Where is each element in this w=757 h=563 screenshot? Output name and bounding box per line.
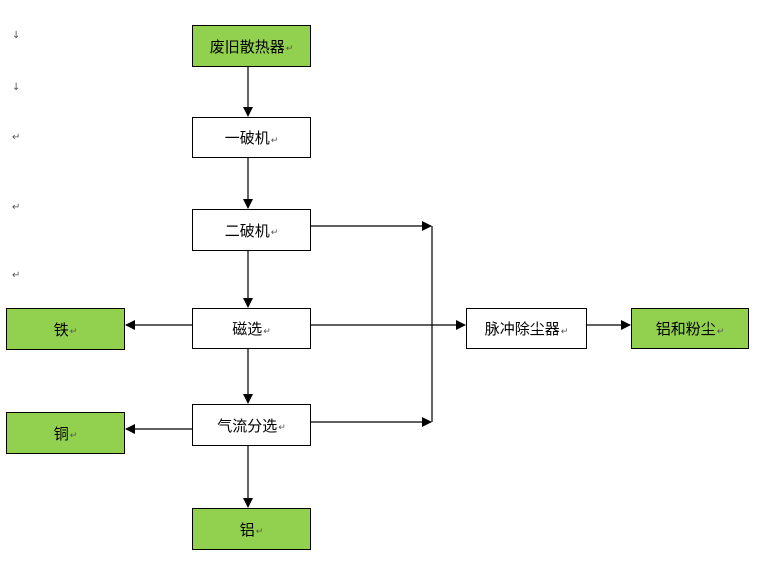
node-label: 脉冲除尘器 xyxy=(484,320,560,338)
margin-mark: ↵ xyxy=(12,202,21,213)
return-mark: ↵ xyxy=(255,527,264,537)
node-magnetic-separation: 磁选↵ xyxy=(192,308,311,349)
node-airflow-separation: 气流分选↵ xyxy=(192,404,311,446)
node-label: 二破机 xyxy=(224,221,270,240)
return-mark: ↵ xyxy=(285,44,294,54)
node-aluminum: 铝↵ xyxy=(192,508,311,550)
return-mark: ↵ xyxy=(263,326,271,337)
node-label: 废旧散热器 xyxy=(209,37,285,56)
node-secondary-crusher: 二破机↵ xyxy=(192,209,311,251)
margin-mark: ↓ xyxy=(12,30,21,41)
node-label: 一破机 xyxy=(224,129,270,147)
return-mark: ↵ xyxy=(278,423,286,433)
return-mark: ↵ xyxy=(716,326,725,337)
margin-mark: ↓ xyxy=(12,82,21,93)
node-label: 铜 xyxy=(53,424,69,443)
node-iron: 铁↵ xyxy=(6,308,125,350)
return-mark: ↵ xyxy=(560,326,569,337)
node-label: 磁选 xyxy=(232,320,263,338)
margin-mark: ↵ xyxy=(12,270,21,281)
return-mark: ↵ xyxy=(270,228,279,238)
node-label: 气流分选 xyxy=(217,416,278,435)
return-mark: ↵ xyxy=(69,431,78,441)
return-mark: ↵ xyxy=(270,135,279,146)
node-primary-crusher: 一破机↵ xyxy=(192,117,311,158)
node-aluminum-and-dust: 铝和粉尘↵ xyxy=(631,308,749,349)
return-mark: ↵ xyxy=(69,327,78,337)
node-pulse-dust-collector: 脉冲除尘器↵ xyxy=(466,308,587,349)
margin-mark: ↵ xyxy=(12,132,21,143)
node-scrap-radiator: 废旧散热器↵ xyxy=(192,25,311,67)
node-label: 铁 xyxy=(53,320,69,339)
node-label: 铝 xyxy=(239,520,255,539)
node-label: 铝和粉尘 xyxy=(655,320,716,338)
node-copper: 铜↵ xyxy=(6,412,125,454)
